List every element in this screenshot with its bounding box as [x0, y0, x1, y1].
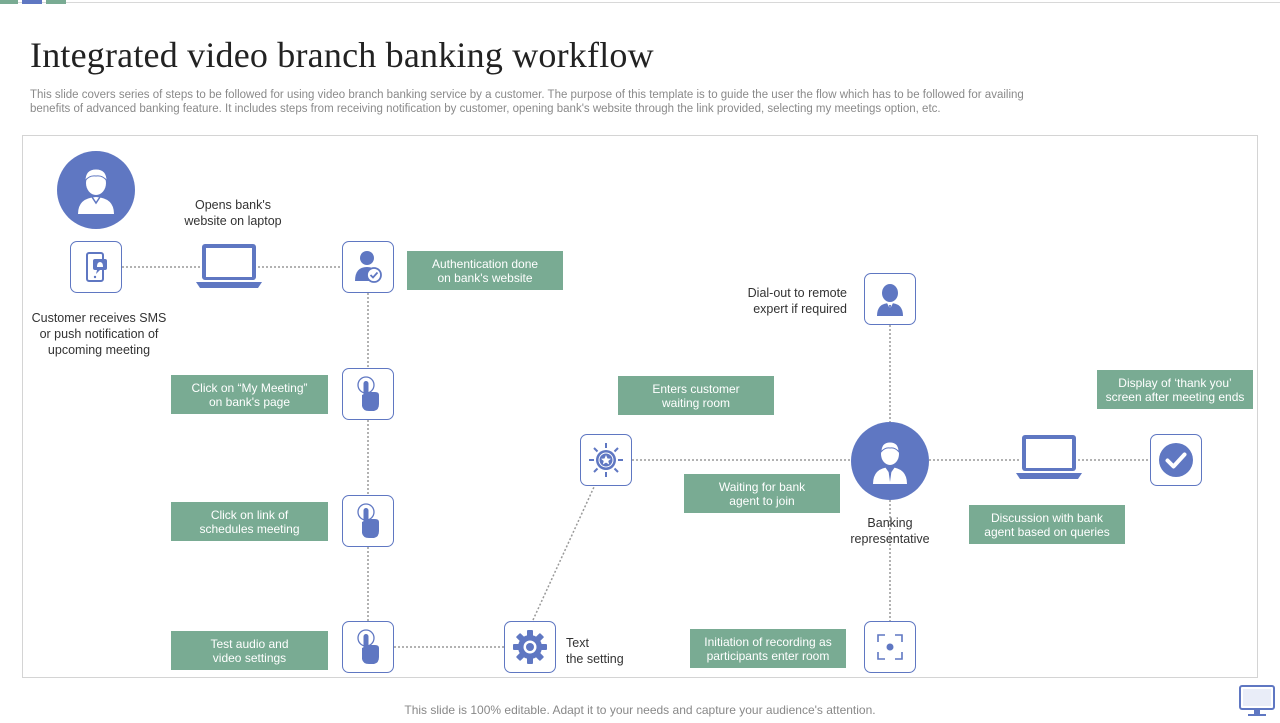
footer-note: This slide is 100% editable. Adapt it to… — [404, 703, 876, 717]
label-line: or push notification of — [39, 327, 159, 341]
settings-node — [504, 621, 556, 673]
laptop-icon — [196, 242, 262, 295]
accent-square-green — [46, 0, 66, 4]
tag-thank-you: Display of ‘thank you’screen after meeti… — [1097, 370, 1253, 409]
tag-line: Discussion with bank — [990, 510, 1104, 525]
tag-line: agent based on queries — [984, 524, 1110, 539]
banker-icon — [851, 422, 929, 500]
check-circle-icon — [1159, 443, 1193, 477]
slide-title: Integrated video branch banking workflow — [30, 35, 654, 75]
tag-line: participants enter room — [706, 648, 830, 663]
badge-icon — [589, 443, 623, 477]
tag-line: screen after meeting ends — [1105, 389, 1245, 404]
phone-notification-node — [70, 241, 122, 293]
label-line: the setting — [566, 652, 624, 666]
hand-pointer-icon — [357, 376, 379, 411]
laptop-icon — [1016, 433, 1082, 486]
tag-my-meeting: Click on “My Meeting”on bank's page — [171, 375, 328, 414]
tag-line: waiting room — [661, 395, 731, 410]
customer-avatar-icon — [57, 151, 135, 229]
tag-line: video settings — [212, 650, 287, 665]
tag-line: Test audio and — [210, 636, 289, 651]
accent-square-green — [0, 0, 18, 4]
label-line: upcoming meeting — [47, 343, 151, 357]
focus-icon — [877, 634, 903, 660]
tag-line: Click on link of — [210, 507, 289, 522]
tag-line: Click on “My Meeting” — [191, 380, 308, 395]
user-check-icon — [355, 251, 382, 283]
label-line: expert if required — [753, 302, 847, 316]
tag-line: Waiting for bank — [718, 479, 806, 494]
label-banking-representative: Banking representative — [830, 515, 950, 547]
tag-line: Authentication done — [431, 256, 539, 271]
hand-pointer-icon — [357, 503, 379, 538]
label-line: website on laptop — [184, 214, 282, 228]
monitor-icon[interactable] — [1238, 684, 1276, 723]
label-line: Customer receives SMS — [31, 311, 167, 325]
tag-line: on bank's website — [437, 270, 533, 285]
label-dial-out: Dial-out to remote expert if required — [707, 285, 847, 317]
tag-line: Enters customer — [652, 381, 740, 396]
tag-line: Display of ‘thank you’ — [1118, 375, 1232, 390]
label-text-setting: Text the setting — [566, 635, 666, 667]
tag-line: Initiation of recording as — [704, 634, 832, 649]
diagram-frame — [22, 135, 1258, 678]
waiting-room-node — [580, 434, 632, 486]
tag-line: schedules meeting — [199, 521, 300, 536]
label-line: Text — [566, 636, 589, 650]
click-my-meeting-node — [342, 368, 394, 420]
label-line: Dial-out to remote — [747, 286, 847, 300]
thank-you-node — [1150, 434, 1202, 486]
label-customer-sms: Customer receives SMS or push notificati… — [18, 310, 180, 358]
accent-square-blue — [22, 0, 42, 4]
gear-icon — [513, 630, 547, 664]
label-line: representative — [850, 532, 930, 546]
user-authentication-node — [342, 241, 394, 293]
tag-line: agent to join — [729, 493, 795, 508]
expert-icon — [877, 284, 903, 316]
recording-node — [864, 621, 916, 673]
slide-subtitle: This slide covers series of steps to be … — [30, 89, 1024, 115]
label-line: Banking — [867, 516, 913, 530]
tag-line: on bank's page — [208, 394, 291, 409]
label-opens-website: Opens bank's website on laptop — [163, 197, 303, 229]
top-divider — [0, 2, 1280, 3]
phone-notification-icon — [86, 252, 107, 282]
label-line: Opens bank's — [194, 198, 272, 212]
remote-expert-node — [864, 273, 916, 325]
hand-pointer-icon — [357, 629, 379, 664]
click-schedules-node — [342, 495, 394, 547]
top-accent-bar — [0, 0, 1280, 4]
test-audio-node — [342, 621, 394, 673]
